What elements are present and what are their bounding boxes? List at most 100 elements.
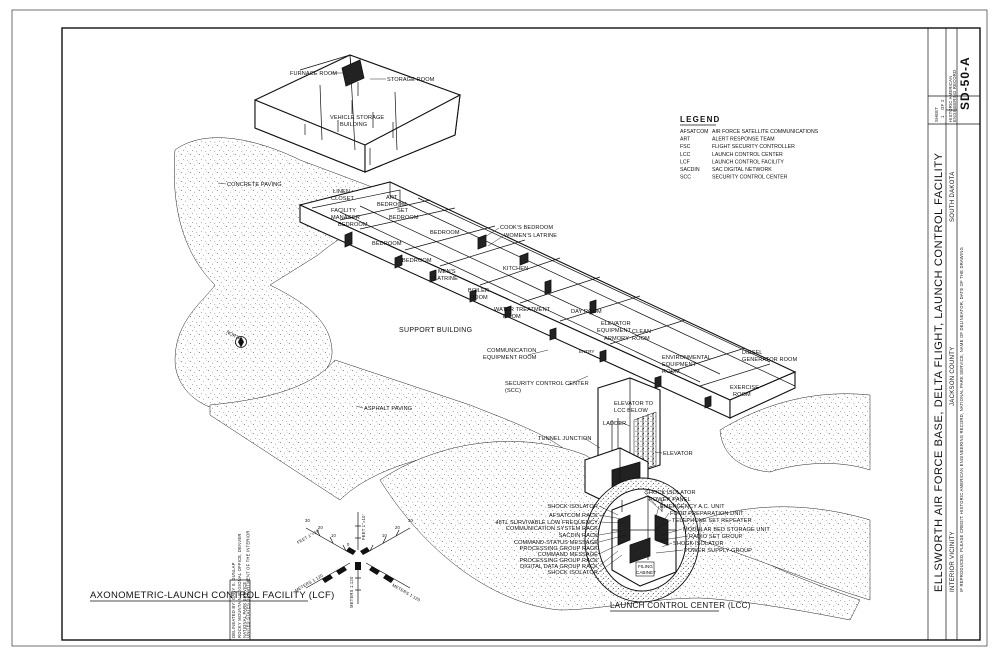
lcc-left-label: SACDIN RACK [559,533,598,539]
inner-border [61,27,981,641]
lcc-right-label: EMERGENCY A.C. UNIT [660,504,725,510]
column-marks [304,82,394,165]
location-mid: JACKSON COUNTY [950,346,956,406]
water-treatment-label-1: WATER TREATMENT [494,307,551,313]
sheet-label: SHEET [934,107,939,122]
lcc-right-leader [655,505,660,518]
elevator-equipment-label-1: ELEVATOR [601,321,631,327]
lcc-right-label: RADIO SET GROUP [689,534,743,540]
lcc-right-leader [661,542,673,548]
title-block: ELLSWORTH AIR FORCE BASE, DELTA FLIGHT, … [927,28,980,640]
lcc-left-label: PROCESSING GROUP RACK [520,546,599,552]
exercise-room-label-2: ROOM [733,392,751,398]
meters-scale-vertical: METERS 1:120 [349,576,354,608]
filing-cabinet-label-2: CABINET [636,570,656,575]
elevator-to-lcc-label-2: LCC BELOW [614,408,648,414]
legend-desc: LAUNCH CONTROL CENTER [712,152,783,158]
legend-abbr: SACDIN [680,167,700,173]
lcc-left-label: PROCESSING GROUP RACK [520,558,599,564]
legend-desc: AIR FORCE SATELLITE COMMUNICATIONS [712,129,819,135]
sheet-total: 2 [940,99,945,102]
mens-latrine-label-2: LATRINE [434,276,458,282]
facility-manager-label-1: FACILITY [331,208,356,214]
art-bedroom-label-1: ART [386,195,398,201]
delineator-block: DELINEATED BY: GARY S. DUNLAP ROCKY MOUN… [229,530,251,640]
furnace-room-label: FURNACE ROOM [290,71,337,77]
armory-label: ARMORY [604,336,629,342]
lcc-left-label: COMMAND MESSAGE [538,552,598,558]
main-title: ELLSWORTH AIR FORCE BASE, DELTA FLIGHT, … [933,152,945,592]
mens-latrine-label-1: MEN'S [438,269,456,275]
right-ground-area [719,393,871,473]
agency-2: UNITED STATES DEPARTMENT OF THE INTERIOR [246,530,251,638]
security-control-label-1: SECURITY CONTROL CENTER [505,381,589,387]
lcc-right-leader [647,498,663,512]
legend-abbr: SCC [680,175,691,181]
lcc-left-leader [598,542,623,555]
lcc-left-leader [598,550,619,567]
bedroom-label-e: BEDROOM [402,258,432,264]
legend-desc: SAC DIGITAL NETWORK [712,167,772,173]
sheet-number: 1 [940,115,945,118]
haer-line-1: HISTORIC AMERICAN [948,76,953,122]
reproduce-note: IF REPRODUCED, PLEASE CREDIT: HISTORIC A… [959,247,964,592]
water-treatment-label-2: ROOM [503,314,521,320]
scale-arm-vertical [355,512,361,604]
bedroom-label-c: BEDROOM [430,230,460,236]
facility-manager-label-3: BEDROOM [338,222,368,228]
elevator-equipment-label-2: EQUIPMENT [597,328,632,334]
legend-desc: FLIGHT SECURITY CONTROLLER [712,144,795,150]
lcc-left-leader [598,530,623,536]
lcc-right-label: MODULAR BED STORAGE UNIT [683,527,770,533]
asphalt-paving-label: ASPHALT PAVING [364,406,412,412]
concrete-paving-area [174,137,421,411]
scale-tick-30: 30 [305,518,311,523]
linen-closet-label-1: LINEN [333,189,350,195]
lcc-right-label: SHOCK ISOLATOR [673,541,724,547]
legend-desc: LAUNCH CONTROL FACILITY [712,159,784,165]
facility-manager-label-2: MANAGER [331,215,360,221]
environmental-room-label-3: ROOM [662,369,680,375]
filing-cabinet-label-1: FILING [638,564,653,569]
lcc-left-label: COMMUNICATION SYSTEM RACK [506,526,598,532]
scale-tick-0: 0 [347,542,350,547]
cooks-bedroom-label: COOK'S BEDROOM [500,225,553,231]
scale-tick-20: 20 [318,525,324,530]
lcc-left-label: SHOCK ISOLATOR [547,570,598,576]
outer-border [11,9,988,647]
lcc-right-leader [661,512,670,524]
set-bedroom-label-2: BEDROOM [389,215,419,221]
lcc-right-label: POWER SUPPLY GROUP [684,548,752,554]
clean-room-label-1: CLEAN [632,329,651,335]
day-room-label: DAY ROOM [571,309,602,315]
legend-desc: SECURITY CONTROL CENTER [712,175,788,181]
scale-arm-upper-left [305,527,351,554]
lcc-right-leader [655,535,689,542]
support-building [298,181,797,419]
scale-tick-10: 10 [331,533,337,538]
lcc-left-label: DIGITAL DATA GROUP RACK [520,564,598,570]
vehicle-storage-building [254,54,461,173]
scale-arm-lower-left [305,562,351,589]
concrete-paving-label: CONCRETE PAVING [227,182,282,188]
scale-tick-r30: 30 [408,518,414,523]
boiler-room-label-2: ROOM [470,295,488,301]
lcc-left-label: 48TL SURVIVABLE LOW FREQUENCY [495,520,598,526]
exercise-room-label-1: EXERCISE [730,385,759,391]
clean-room-label-2: ROOM [632,336,650,342]
north-arrow [235,336,247,348]
environmental-room-label-1: ENVIRONMENTAL [662,355,711,361]
womens-latrine-label: WOMEN'S LATRINE [504,233,557,239]
support-building-label: SUPPORT BUILDING [399,327,472,334]
sheet-of: OF [940,104,945,110]
lcc-title: LAUNCH CONTROL CENTER (LCC) [610,601,751,610]
lcc-left-label: SHOCK ISOLATOR [547,504,598,510]
haer-line-2: ENGINEERING RECORD [952,70,957,122]
storage-room-label: STORAGE ROOM [387,77,435,83]
diesel-room-label-1: DIESEL [742,350,763,356]
scale-tick-r20: 20 [395,525,401,530]
legend-title: LEGEND [680,115,721,124]
